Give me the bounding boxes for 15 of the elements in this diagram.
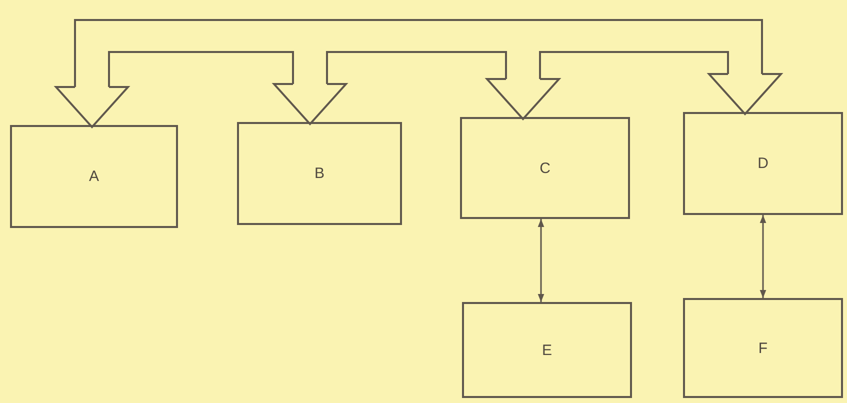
process-box [460,117,630,219]
box-label: F [758,340,768,356]
box-label: C [540,160,550,176]
box-label: D [758,155,768,172]
process-box [237,122,402,225]
arrow [760,215,766,298]
box-label: E [542,342,552,358]
bus-bar [74,19,763,88]
process-box [683,112,843,215]
process-box [683,298,843,398]
box-label: B [314,165,324,182]
process-box [462,302,632,398]
process-box [10,125,178,228]
box-label: A [88,168,99,185]
arrow [538,219,544,302]
